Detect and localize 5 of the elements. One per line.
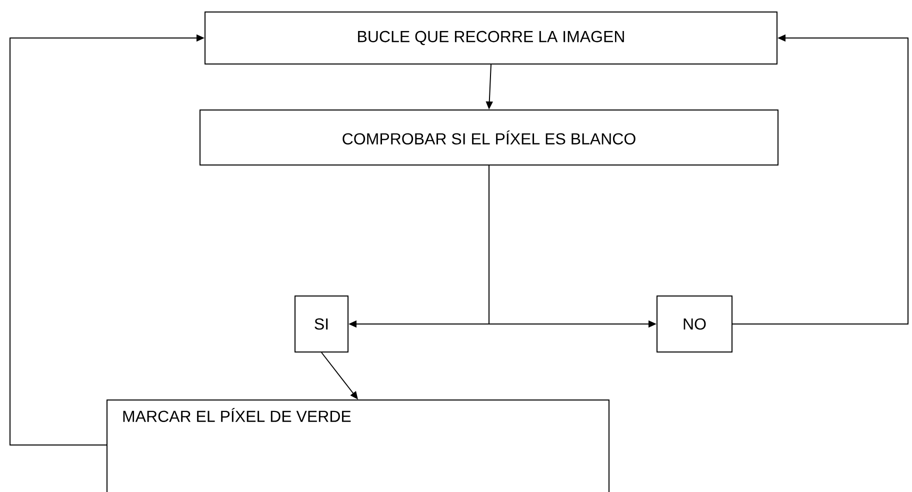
process-box: COMPROBAR SI EL PÍXEL ES BLANCO <box>200 110 778 166</box>
process-box: NO <box>656 296 732 352</box>
process-box: MARCAR EL PÍXEL DE VERDE <box>106 400 610 492</box>
process-box: SI <box>294 296 348 352</box>
process-box: BUCLE QUE RECORRE LA IMAGEN <box>204 12 778 64</box>
